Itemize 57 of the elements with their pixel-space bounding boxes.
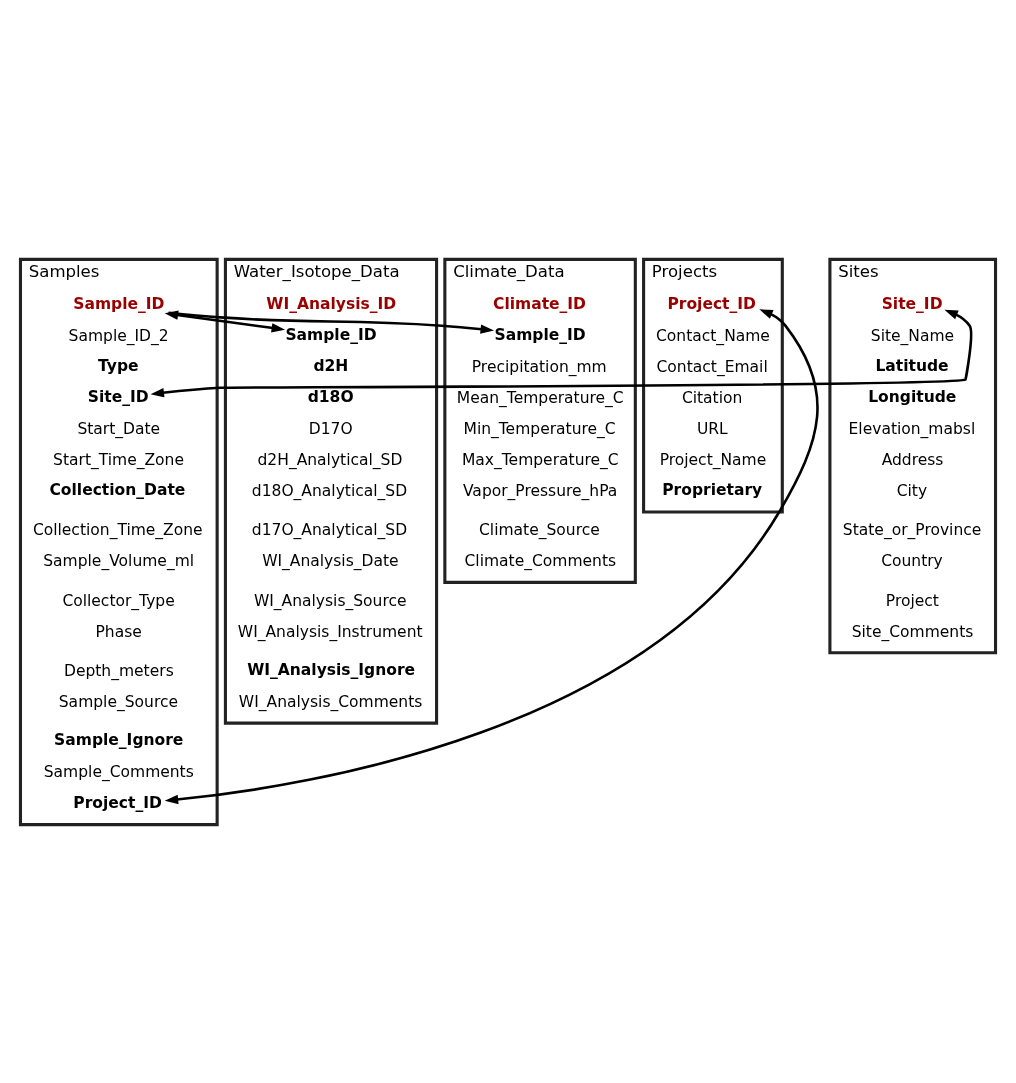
node-text: Sample_ID_2	[68, 326, 169, 345]
node-text: Country	[881, 551, 943, 570]
node-text: Longitude	[868, 387, 957, 406]
node-text: d2H_Analytical_SD	[257, 450, 403, 469]
node-text: Site_Name	[870, 326, 955, 345]
node-text: Sample_Source	[58, 692, 179, 711]
node-text: Project_ID	[667, 294, 756, 313]
node-text: Project	[885, 591, 939, 610]
node-text: Min_Temperature_C	[463, 419, 616, 438]
node-text: Latitude	[875, 356, 949, 375]
node-text: Type	[98, 356, 139, 375]
node-text: Precipitation_mm	[471, 357, 607, 376]
node-text: Sample_ID	[494, 325, 586, 344]
node-text: Sample_ID	[285, 325, 377, 344]
node-text: Max_Temperature_C	[461, 450, 619, 469]
node-text: Elevation_mabsl	[848, 419, 976, 438]
node-text: d18O	[307, 387, 354, 406]
node-text: City	[896, 481, 928, 500]
node-text: Collector_Type	[62, 591, 175, 610]
node-text: Climate_Source	[479, 520, 600, 539]
node-text: Project_Name	[659, 450, 767, 469]
node-text: Site_Comments	[851, 622, 974, 641]
node-text: d17O_Analytical_SD	[251, 520, 408, 539]
node-text: Project_ID	[73, 793, 162, 811]
node-text: Collection_Time_Zone	[32, 520, 203, 539]
node-text: WI_Analysis_ID	[266, 294, 397, 313]
node-text: WI_Analysis_Source	[253, 591, 407, 610]
node-text: Collection_Date	[49, 480, 186, 499]
node-text: WI_Analysis_Instrument	[237, 622, 423, 641]
node-text: Sample_Comments	[43, 762, 194, 781]
node-text: Vapor_Pressure_hPa	[462, 481, 618, 500]
node-text: Contact_Email	[656, 357, 768, 376]
node-text: Proprietary	[662, 480, 763, 499]
node-text: Address	[881, 450, 944, 469]
node-text: WI_Analysis_Date	[262, 551, 399, 570]
node-text: D17O	[308, 419, 353, 438]
node-text: Phase	[95, 622, 142, 641]
node-text: Climate_ID	[492, 294, 587, 313]
node-text: d2H	[313, 356, 349, 375]
node-text: Site_ID	[87, 387, 149, 406]
arrow	[168, 310, 494, 334]
node-text: Site_ID	[881, 294, 943, 313]
node-text: WI_Analysis_Ignore	[247, 660, 416, 679]
node-text: Climate_Comments	[464, 551, 617, 570]
node-text: URL	[696, 419, 728, 438]
node-text: Sample_ID	[73, 294, 165, 313]
node-text: Start_Time_Zone	[53, 450, 184, 469]
node-text: d18O_Analytical_SD	[251, 481, 408, 500]
node-text: Contact_Name	[656, 326, 770, 345]
node-text: Sample_Volume_ml	[43, 551, 195, 570]
node-text: Mean_Temperature_C	[456, 388, 624, 407]
node-text: Sample_Ignore	[54, 730, 184, 749]
node-text: Start_Date	[77, 419, 161, 438]
node-text: WI_Analysis_Comments	[238, 692, 423, 711]
node-text: Depth_meters	[63, 661, 174, 680]
node-text: State_or_Province	[842, 520, 982, 539]
node-text: Citation	[681, 388, 743, 407]
